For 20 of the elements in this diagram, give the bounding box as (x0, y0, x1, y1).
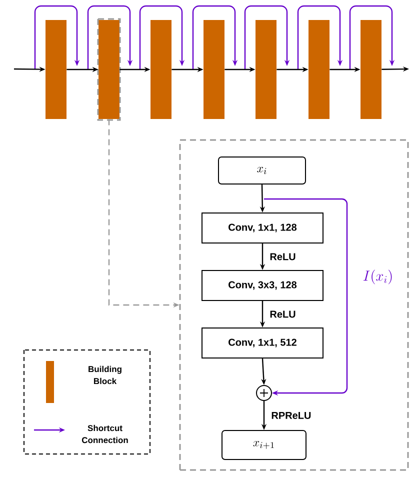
edge-label: RPReLU (272, 412, 311, 419)
detail-frame (179, 139, 409, 471)
conv-box: Conv, 1x1, 128 (202, 212, 324, 244)
sum-circle (256, 385, 272, 401)
legend-label: Shortcut Connection (82, 424, 128, 444)
edge-label: ReLU (270, 310, 296, 318)
building-block (256, 20, 276, 119)
edge-label: $I(x_i)$ (362, 268, 394, 286)
edge-label: ReLU (270, 253, 296, 260)
building-block (360, 20, 382, 119)
conv-box: Conv, 3x3, 128 (202, 270, 324, 301)
input-box: $x_i$ (218, 156, 306, 184)
input-box: $x_{i+1}$ (222, 430, 306, 460)
building-block (204, 20, 224, 119)
legend-label: Building Block (88, 366, 122, 384)
building-block (150, 20, 172, 119)
arrow (264, 198, 348, 396)
conv-box: Conv, 1x1, 512 (202, 328, 324, 358)
building-block (46, 20, 66, 119)
building-block (308, 20, 330, 119)
